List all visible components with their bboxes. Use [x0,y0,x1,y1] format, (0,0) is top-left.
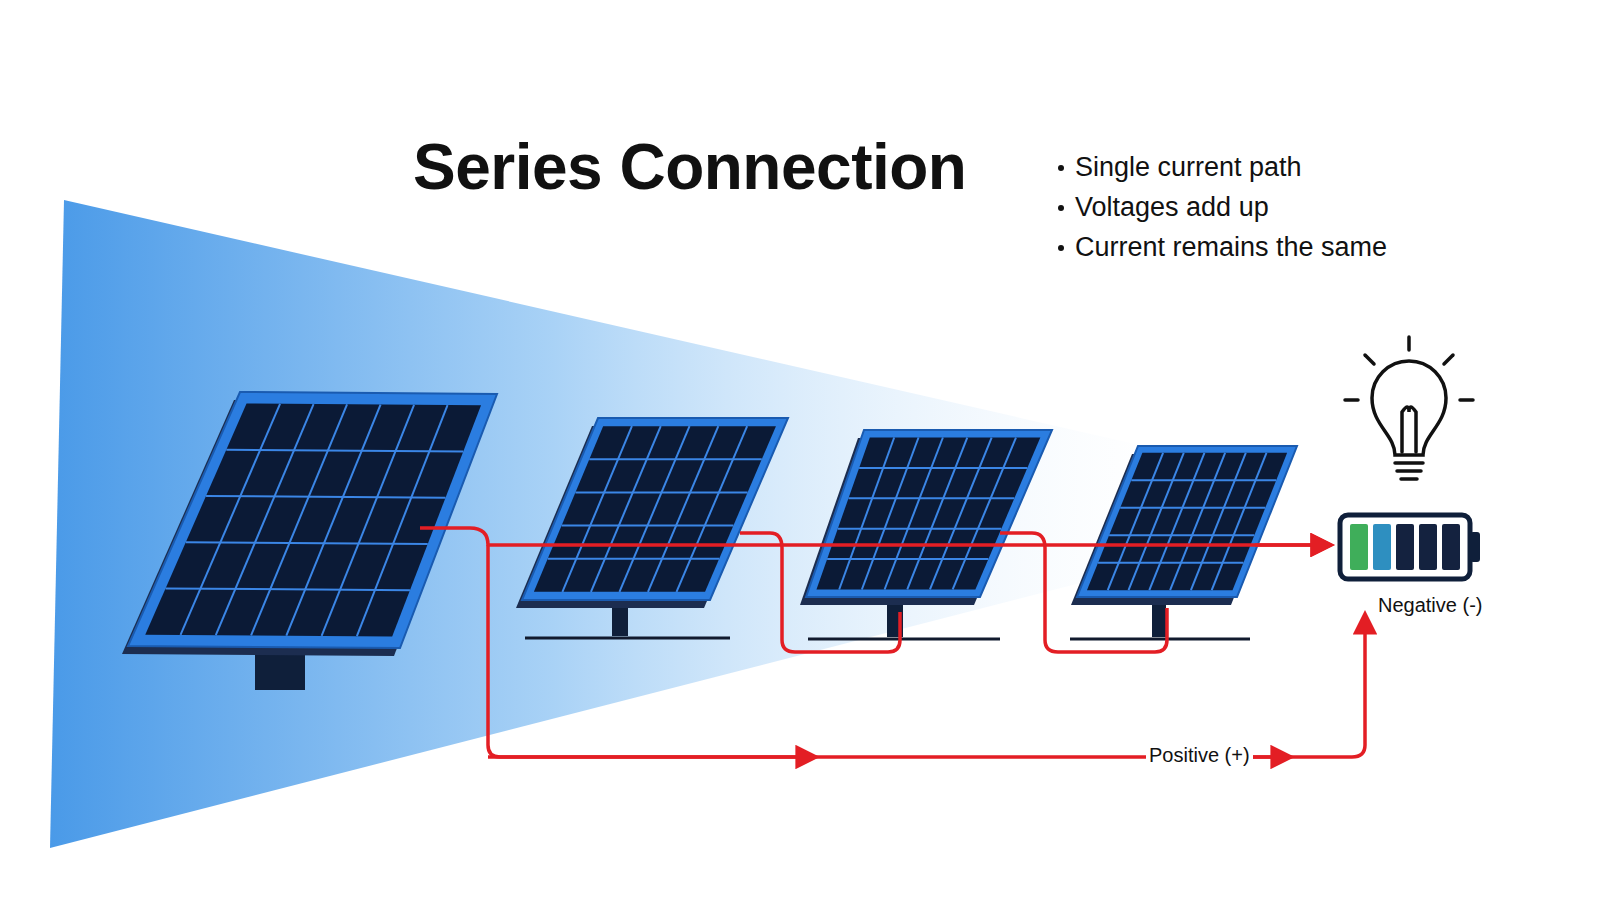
solar-panels [122,392,1297,690]
bullet-point: Single current path [1075,152,1302,183]
wire-label: Positive (+) [1146,744,1253,767]
wires [420,528,1365,757]
bullet-dot [1058,205,1064,211]
bullet-dot [1058,245,1064,251]
light-beam [50,200,1170,848]
battery-icon [1340,515,1480,579]
light-bulb-icon [1345,337,1473,479]
bullet-dot [1058,165,1064,171]
bullet-point: Voltages add up [1075,192,1269,223]
bullet-point: Current remains the same [1075,232,1387,263]
diagram-title: Series Connection [413,130,966,204]
terminal-label: Negative (-) [1375,594,1485,617]
